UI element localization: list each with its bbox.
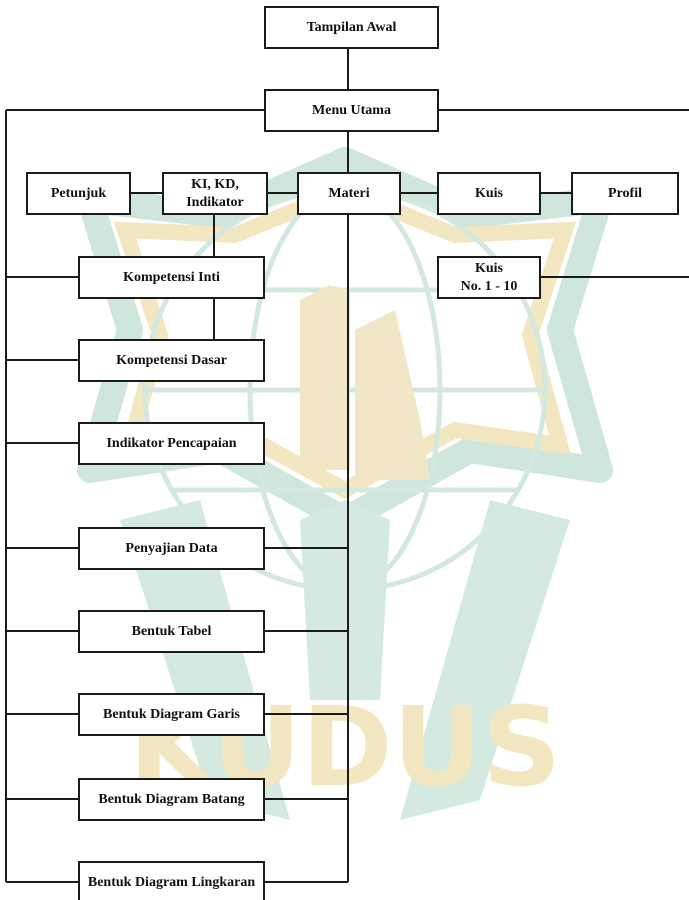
node-ki-kd-indikator: KI, KD, Indikator [162, 172, 268, 215]
node-petunjuk: Petunjuk [26, 172, 131, 215]
node-kuis: Kuis [437, 172, 541, 215]
node-materi: Materi [297, 172, 401, 215]
node-bentuk-tabel: Bentuk Tabel [78, 610, 265, 653]
node-bentuk-diagram-lingkaran: Bentuk Diagram Lingkaran [78, 861, 265, 900]
node-profil: Profil [571, 172, 679, 215]
node-kompetensi-dasar: Kompetensi Dasar [78, 339, 265, 382]
node-bentuk-diagram-batang: Bentuk Diagram Batang [78, 778, 265, 821]
node-bentuk-diagram-garis: Bentuk Diagram Garis [78, 693, 265, 736]
node-penyajian-data: Penyajian Data [78, 527, 265, 570]
node-menu-utama: Menu Utama [264, 89, 439, 132]
node-indikator-pencapaian: Indikator Pencapaian [78, 422, 265, 465]
node-kompetensi-inti: Kompetensi Inti [78, 256, 265, 299]
node-tampilan-awal: Tampilan Awal [264, 6, 439, 49]
node-kuis-no: Kuis No. 1 - 10 [437, 256, 541, 299]
